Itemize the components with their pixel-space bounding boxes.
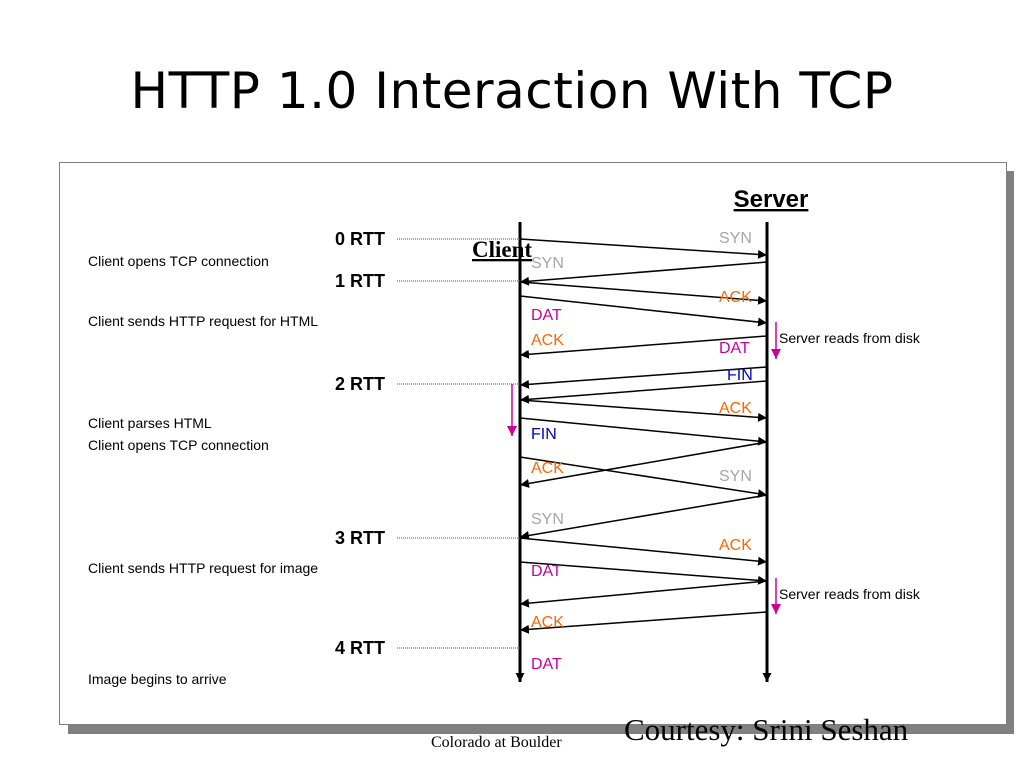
courtesy-credit: Courtesy: Srini Seshan	[624, 712, 909, 747]
server-note-disk-read-2: Server reads from disk	[779, 586, 921, 602]
annotation-request-image: Client sends HTTP request for image	[88, 560, 318, 576]
packet-label-ack: ACK	[719, 400, 752, 417]
packet-label-ack: ACK	[531, 614, 564, 631]
packet-arrow-dat-to-client	[519, 611, 768, 634]
packet-label-dat: DAT	[719, 340, 750, 357]
annotation-request-html: Client sends HTTP request for HTML	[88, 313, 318, 329]
packet-label-syn: SYN	[719, 230, 752, 247]
diagram-frame	[59, 162, 1007, 725]
annotation-parse-html: Client parses HTML	[88, 415, 212, 431]
institution-footer: Colorado at Boulder	[431, 734, 562, 751]
packet-label-dat: DAT	[531, 563, 562, 580]
packet-arrow-syn-to-client	[519, 494, 768, 540]
packet-label-syn: SYN	[531, 255, 564, 272]
packet-label-ack: ACK	[719, 289, 752, 306]
packet-label-ack: ACK	[531, 332, 564, 349]
packet-arrow-ack-to-client	[519, 335, 768, 359]
annotation-open-connection: Client opens TCP connection	[88, 253, 269, 269]
packet-arrow-syn-to-server	[519, 456, 768, 499]
rtt-marker-0: 0 RTT	[335, 229, 385, 249]
packet-arrow-fin-to-client	[519, 380, 768, 404]
slide-title: HTTP 1.0 Interaction With TCP	[130, 62, 894, 120]
server-note-disk-read-1: Server reads from disk	[779, 330, 921, 346]
rtt-marker-1: 1 RTT	[335, 271, 385, 291]
packet-arrow-syn-to-server	[519, 238, 768, 259]
packet-arrow-ack-to-server	[519, 281, 768, 305]
rtt-marker-2: 2 RTT	[335, 374, 385, 394]
rtt-marker-4: 4 RTT	[335, 638, 385, 658]
packet-label-dat: DAT	[531, 307, 562, 324]
packet-label-ack: ACK	[719, 537, 752, 554]
packet-label-ack: ACK	[531, 460, 564, 477]
packet-arrow-dat-to-client	[519, 366, 768, 389]
packet-arrow-ack-to-client	[519, 580, 768, 608]
packet-arrow-dat-to-server	[519, 561, 768, 585]
packet-arrow-syn-to-client	[519, 261, 768, 286]
rtt-marker-3: 3 RTT	[335, 528, 385, 548]
packet-label-fin: FIN	[531, 426, 557, 443]
packet-label-syn: SYN	[531, 511, 564, 528]
server-label: Server	[734, 186, 809, 213]
packet-arrow-dat-to-server	[519, 295, 768, 327]
packet-arrow-fin-to-server	[519, 417, 768, 446]
annotation-image-arrives: Image begins to arrive	[88, 671, 227, 687]
packet-label-syn: SYN	[719, 468, 752, 485]
client-label: Client	[472, 237, 532, 262]
packet-label-fin: FIN	[727, 367, 753, 384]
packet-label-dat: DAT	[531, 656, 562, 673]
packet-arrow-ack-to-client	[519, 441, 768, 488]
packet-arrow-ack-to-server	[519, 399, 768, 422]
annotation-open-connection-2: Client opens TCP connection	[88, 437, 269, 453]
packet-arrow-ack-to-server	[519, 537, 768, 566]
